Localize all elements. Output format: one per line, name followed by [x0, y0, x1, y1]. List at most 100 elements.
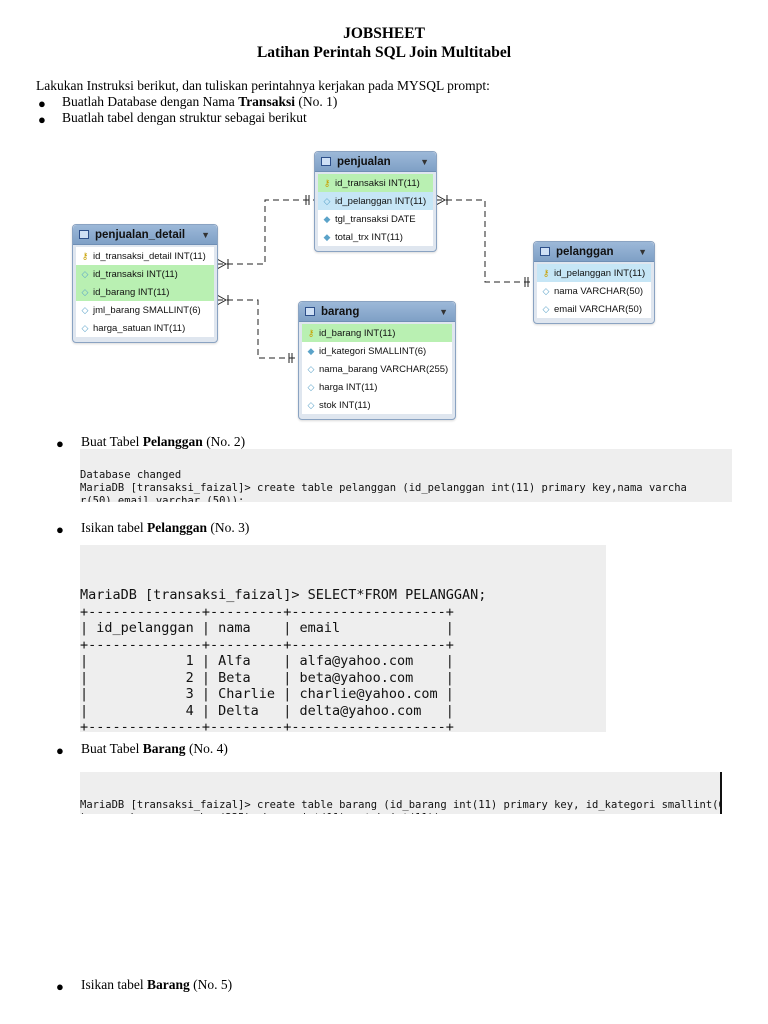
relation-line	[217, 199, 315, 265]
text-span: Buatlah Database dengan Nama	[62, 94, 239, 109]
er-column-text: id_pelanggan INT(11)	[335, 195, 427, 207]
console-select-pelanggan: MariaDB [transaksi_faizal]> SELECT*FROM …	[80, 545, 606, 732]
er-column: ◇jml_barang SMALLINT(6)	[76, 301, 214, 319]
diamond-icon: ◇	[307, 381, 315, 392]
er-table-name: barang	[321, 305, 360, 318]
er-column-text: id_barang INT(11)	[319, 327, 396, 339]
er-column-text: id_kategori SMALLINT(6)	[319, 345, 427, 357]
er-table-barang: barang ▼ ⚷ id_barang INT(11) ◆id_kategori…	[298, 301, 456, 420]
one-marker	[288, 353, 293, 363]
console-create-pelanggan: Database changed MariaDB [transaksi_faiz…	[80, 449, 732, 502]
text-span: Isikan tabel	[81, 520, 147, 535]
er-column-text: harga INT(11)	[319, 381, 378, 393]
bullet-icon: ●	[38, 96, 46, 111]
relation-line	[436, 199, 534, 283]
text-span: (No. 3)	[207, 520, 250, 535]
step-text: Buat Tabel Pelanggan (No. 2)	[81, 434, 245, 450]
er-table-penjualan-detail: penjualan_detail ▼ ⚷id_transaksi_detail …	[72, 224, 218, 343]
document-subtitle: Latihan Perintah SQL Join Multitabel	[256, 44, 512, 61]
list-item-text: Buatlah Database dengan Nama Transaksi (…	[62, 94, 337, 110]
er-column-text: harga_satuan INT(11)	[93, 322, 186, 334]
diamond-icon: ◆	[323, 213, 331, 224]
er-column-text: tgl_transaksi DATE	[335, 213, 416, 225]
er-column: ◇ id_barang INT(11)	[76, 283, 214, 301]
console-text: MariaDB [transaksi_faizal]> SELECT*FROM …	[80, 587, 487, 732]
er-column-text: nama VARCHAR(50)	[554, 285, 644, 297]
console-create-barang: MariaDB [transaksi_faizal]> create table…	[80, 772, 722, 814]
er-column: ⚷id_transaksi INT(11)	[318, 174, 433, 192]
crow-foot-marker	[216, 294, 229, 306]
diamond-icon: ◇	[81, 286, 89, 297]
intro-text: Lakukan Instruksi berikut, dan tuliskan …	[36, 78, 490, 93]
er-column: ◇email VARCHAR(50)	[537, 300, 651, 318]
er-column-text: id_barang INT(11)	[93, 286, 170, 298]
key-icon: ⚷	[307, 327, 315, 338]
bullet-icon: ●	[56, 979, 64, 994]
relation-line	[217, 299, 299, 359]
table-icon	[79, 230, 89, 239]
list-item: ●	[38, 95, 46, 113]
er-table-columns: ⚷id_pelanggan INT(11) ◇nama VARCHAR(50) …	[537, 264, 651, 318]
er-column: ◇ id_pelanggan INT(11)	[318, 192, 433, 210]
er-column-text: id_transaksi INT(11)	[93, 268, 178, 280]
er-column-text: id_transaksi INT(11)	[335, 177, 420, 189]
er-column: ◆ total_trx INT(11)	[318, 228, 433, 246]
er-table-columns: ⚷id_transaksi INT(11) ◇ id_pelanggan INT(…	[318, 174, 433, 246]
diamond-icon: ◇	[81, 268, 89, 279]
er-table-header: barang ▼	[299, 302, 455, 322]
er-relationship-lines	[216, 194, 534, 363]
list-item-text: Buatlah tabel dengan struktur sebagai be…	[62, 110, 307, 125]
bold-text: Barang	[146, 977, 190, 992]
text-span: Buat Tabel	[81, 434, 143, 449]
dropdown-triangle-icon: ▼	[420, 156, 429, 167]
diamond-icon: ◇	[323, 195, 331, 206]
er-table-header: penjualan_detail ▼	[73, 225, 217, 245]
list-item: ●	[38, 111, 46, 129]
crow-foot-marker	[435, 194, 448, 206]
diamond-icon: ◇	[307, 399, 315, 410]
step-text: Isikan tabel Barang (No. 5)	[81, 977, 232, 993]
step-text: Isikan tabel Pelanggan (No. 3)	[81, 520, 249, 536]
list-item: ●	[56, 435, 64, 453]
er-table-name: penjualan	[337, 155, 391, 168]
console-text: Database changed MariaDB [transaksi_faiz…	[80, 469, 687, 502]
diamond-icon: ◇	[81, 322, 89, 333]
list-item: ●	[56, 521, 64, 539]
er-column: ◆id_kategori SMALLINT(6)	[302, 342, 452, 360]
bold-text: Barang	[142, 741, 186, 756]
text-span: Isikan tabel	[81, 977, 147, 992]
er-column: ◇ id_transaksi INT(11)	[76, 265, 214, 283]
list-item: ●	[56, 978, 64, 996]
bold-text: Transaksi	[238, 94, 295, 109]
console-text: MariaDB [transaksi_faizal]> create table…	[80, 799, 722, 814]
er-column-text: total_trx INT(11)	[335, 231, 403, 243]
er-column: ◇nama_barang VARCHAR(255)	[302, 360, 452, 378]
bullet-icon: ●	[56, 522, 64, 537]
table-icon	[540, 247, 550, 256]
key-icon: ⚷	[542, 267, 550, 278]
er-table-penjualan: penjualan ▼ ⚷id_transaksi INT(11) ◇ id_pe…	[314, 151, 437, 252]
key-icon: ⚷	[81, 250, 89, 261]
dropdown-triangle-icon: ▼	[638, 246, 647, 257]
er-column: ⚷ id_barang INT(11)	[302, 324, 452, 342]
diamond-icon: ◇	[542, 285, 550, 296]
bullet-icon: ●	[38, 112, 46, 127]
bold-text: Pelanggan	[146, 520, 207, 535]
er-column: ⚷id_transaksi_detail INT(11)	[76, 247, 214, 265]
text-span: (No. 2)	[202, 434, 246, 449]
er-column-text: id_pelanggan INT(11)	[554, 267, 646, 279]
text-span: (No. 4)	[185, 741, 228, 756]
list-item: ●	[56, 742, 64, 760]
diamond-icon: ◇	[307, 363, 315, 374]
table-icon	[305, 307, 315, 316]
er-table-header: pelanggan ▼	[534, 242, 654, 262]
er-column: ◇ harga INT(11)	[302, 378, 452, 396]
document-title: JOBSHEET	[343, 25, 425, 42]
er-column-text: stok INT(11)	[319, 399, 371, 411]
er-table-columns: ⚷id_transaksi_detail INT(11) ◇ id_transak…	[76, 247, 214, 337]
diamond-icon: ◇	[81, 304, 89, 315]
diamond-icon: ◆	[323, 231, 331, 242]
text-span: (No. 1)	[294, 94, 338, 109]
dropdown-triangle-icon: ▼	[439, 306, 448, 317]
bullet-icon: ●	[56, 743, 64, 758]
